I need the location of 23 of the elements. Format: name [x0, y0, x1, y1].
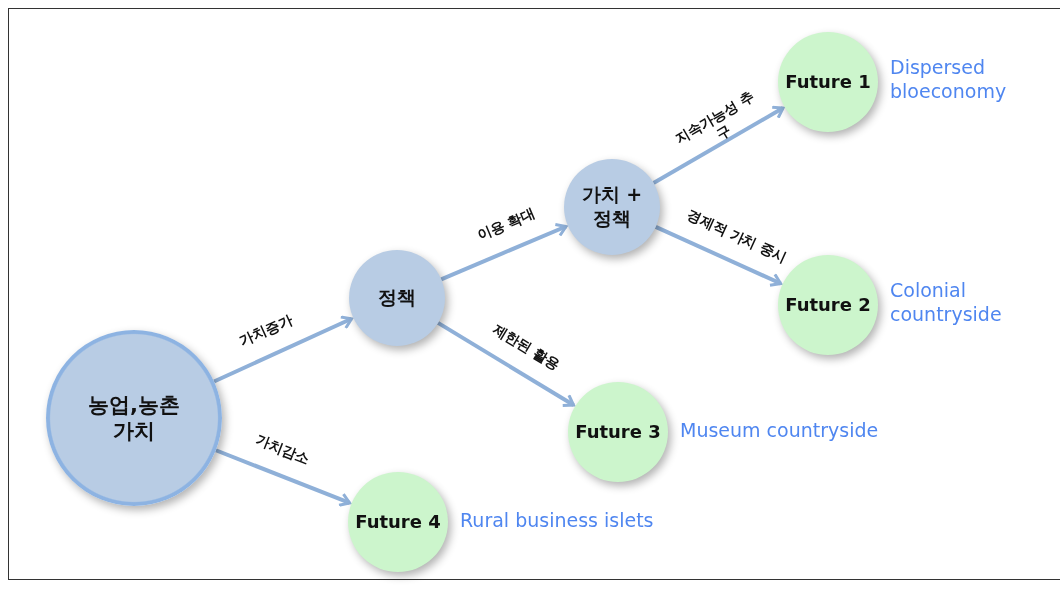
node-label: 정책	[378, 286, 416, 310]
scenario-name: Dispersed bloeconomy	[890, 56, 1008, 104]
edge-label: 이용 확대	[473, 203, 538, 246]
node-label: 농업,농촌 가치	[87, 391, 181, 445]
node-label: Future 1	[785, 70, 871, 94]
arrow	[215, 448, 352, 507]
node-label: Future 2	[785, 293, 871, 317]
scenario-circle	[568, 382, 668, 482]
arrow	[440, 222, 568, 282]
arrow	[437, 321, 576, 407]
node-label: Future 4	[355, 510, 441, 534]
arrow	[654, 225, 783, 287]
concept-circle	[564, 159, 660, 255]
concept-circle	[349, 250, 445, 346]
node-label: Future 3	[575, 420, 661, 444]
scenario-name: Museum countryside	[680, 419, 880, 443]
scenario-circle	[778, 32, 878, 132]
scenario-name: Rural business islets	[460, 509, 655, 533]
arrow	[213, 315, 353, 384]
node-label: 가치 + 정책	[580, 183, 644, 231]
scenario-name: Colonial countryside	[890, 279, 1003, 327]
scenario-circle	[348, 472, 448, 572]
arrow	[652, 105, 785, 185]
